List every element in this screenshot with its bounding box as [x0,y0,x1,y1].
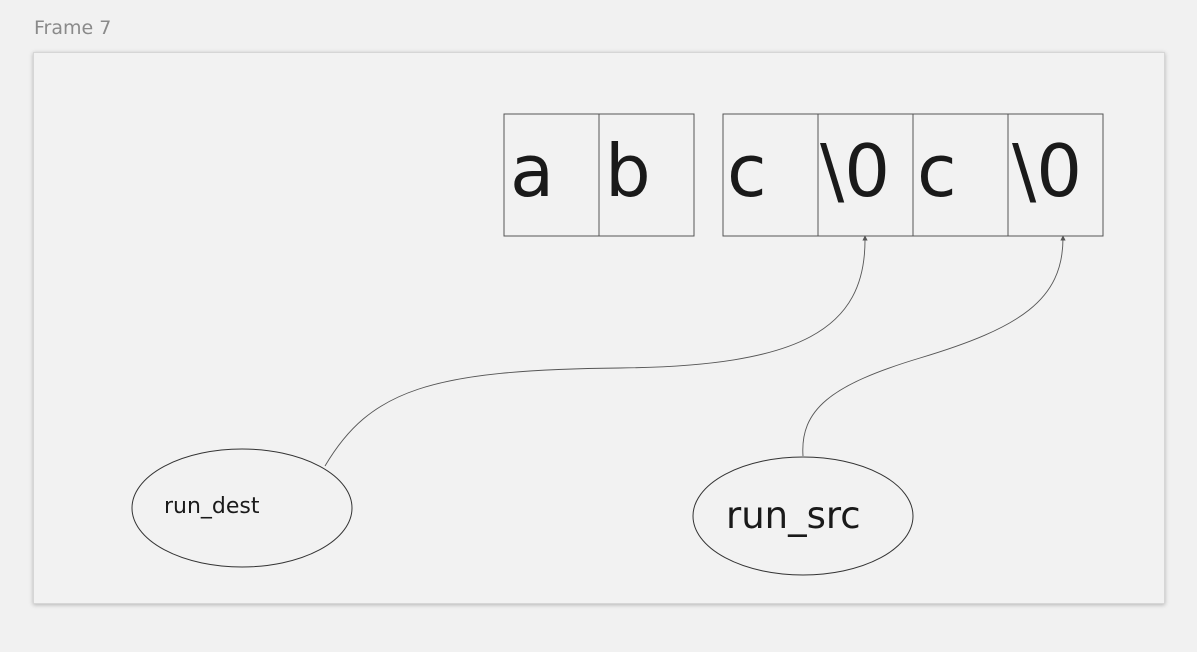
cell-5-text: \0 [1012,129,1082,213]
cell-4: c [912,113,1009,237]
cell-1-text: b [605,129,651,213]
frame-title: Frame 7 [34,17,112,39]
cell-0-text: a [510,129,554,213]
frame [33,52,1165,604]
cell-3: \0 [817,113,914,237]
run-src-label: run_src [726,494,861,537]
run-dest-label: run_dest [164,494,260,519]
cell-2: c [722,113,819,237]
run-src-node: run_src [692,456,914,576]
run-dest-node: run_dest [131,448,353,568]
run-src-connector [802,235,1066,457]
run-dest-connector [324,235,868,467]
cell-0: a [503,113,600,237]
cell-1: b [598,113,695,237]
cell-2-text: c [727,129,767,213]
cell-3-text: \0 [820,129,890,213]
cell-4-text: c [917,129,957,213]
cell-5: \0 [1007,113,1104,237]
